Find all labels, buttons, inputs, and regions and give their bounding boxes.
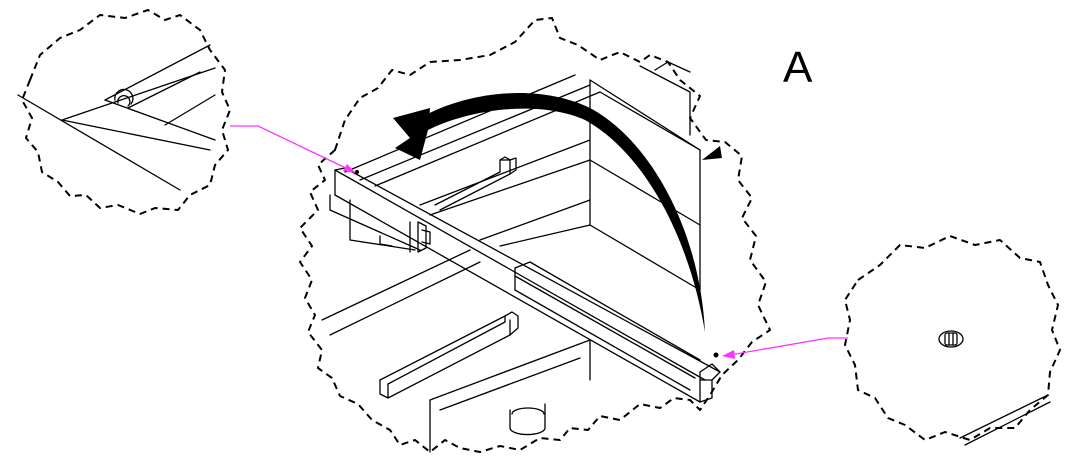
main-view-boundary	[299, 17, 771, 453]
rotation-arrow	[393, 93, 722, 332]
view-label: A	[783, 43, 813, 92]
detail-callout-left	[17, 9, 231, 215]
leader-right	[729, 337, 848, 356]
detail-callout-right	[844, 235, 1061, 446]
rack-assembly	[321, 61, 721, 453]
leader-lines	[230, 125, 848, 359]
leader-left	[230, 125, 351, 171]
